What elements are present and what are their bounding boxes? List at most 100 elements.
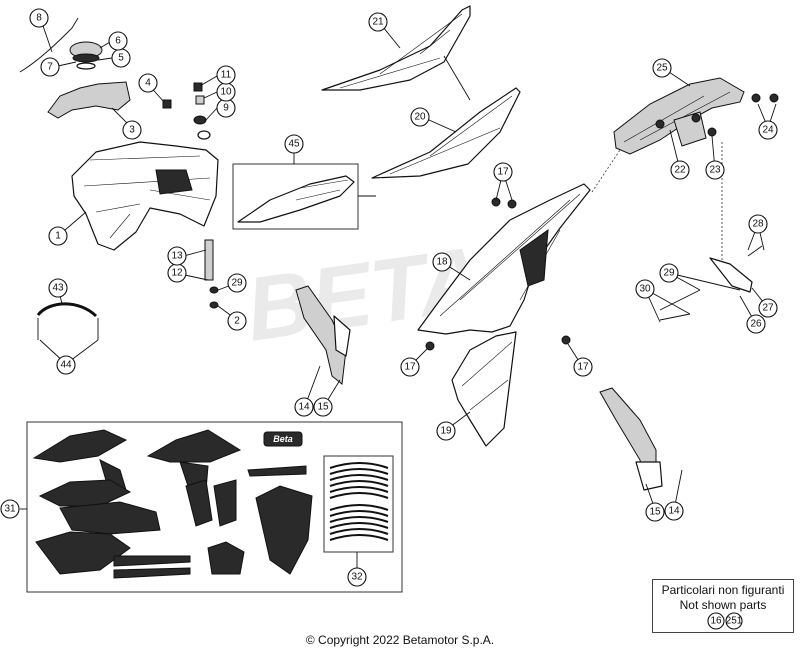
svg-text:17: 17 xyxy=(577,362,589,373)
callout-2: 2 xyxy=(227,311,247,331)
svg-text:16: 16 xyxy=(710,616,722,627)
part-8-hose xyxy=(19,17,79,73)
svg-text:30: 30 xyxy=(639,284,651,295)
part-18-side-panel xyxy=(417,183,591,335)
callout-1: 1 xyxy=(48,226,68,246)
callout-23: 23 xyxy=(705,160,725,180)
svg-text:4: 4 xyxy=(145,78,151,89)
callout-43: 43 xyxy=(48,278,68,298)
note-english: Not shown parts xyxy=(679,598,767,612)
svg-text:7: 7 xyxy=(47,62,53,73)
callout-44: 44 xyxy=(56,355,76,375)
callout-12: 12 xyxy=(167,263,187,283)
callout-13: 13 xyxy=(167,246,187,266)
callout-25: 25 xyxy=(652,58,672,78)
svg-text:15: 15 xyxy=(317,402,329,413)
part-15-side-plate-left xyxy=(295,285,351,385)
svg-text:17: 17 xyxy=(497,167,509,178)
decal-kit-items: Beta xyxy=(32,429,313,579)
decal-logo-text: Beta xyxy=(273,434,293,444)
callout-29-right: 29 xyxy=(659,263,679,283)
part-32-rim-stripes-box xyxy=(323,455,394,553)
callout-15-right: 15 xyxy=(645,502,665,522)
svg-text:43: 43 xyxy=(52,283,64,294)
callout-11: 11 xyxy=(216,65,236,85)
callout-8: 8 xyxy=(29,8,49,28)
svg-text:22: 22 xyxy=(674,165,686,176)
svg-text:10: 10 xyxy=(220,87,232,98)
callout-21: 21 xyxy=(368,12,388,32)
copyright-text: © Copyright 2022 Betamotor S.p.A. xyxy=(305,633,495,647)
svg-text:8: 8 xyxy=(36,13,42,24)
part-45-seat-cover xyxy=(237,175,355,223)
part-15-side-plate-right xyxy=(599,387,663,491)
svg-text:15: 15 xyxy=(649,507,661,518)
svg-text:2: 2 xyxy=(234,316,240,327)
svg-text:17: 17 xyxy=(404,362,416,373)
svg-text:12: 12 xyxy=(171,268,183,279)
svg-text:13: 13 xyxy=(171,251,183,262)
callout-16: 16 xyxy=(707,612,725,630)
callout-30: 30 xyxy=(635,279,655,299)
svg-text:31: 31 xyxy=(4,504,16,515)
part-25-rear-fender xyxy=(613,77,745,155)
callout-26: 26 xyxy=(746,314,766,334)
svg-text:251: 251 xyxy=(726,616,743,627)
callout-5: 5 xyxy=(111,48,131,68)
callout-6: 6 xyxy=(108,31,128,51)
callout-17-right: 17 xyxy=(573,357,593,377)
svg-text:23: 23 xyxy=(709,165,721,176)
part-44-screws xyxy=(37,318,99,340)
svg-text:14: 14 xyxy=(668,506,680,517)
svg-text:21: 21 xyxy=(372,17,384,28)
callout-4: 4 xyxy=(138,73,158,93)
part-26-plate xyxy=(709,257,753,293)
svg-text:29: 29 xyxy=(231,278,243,289)
callout-7: 7 xyxy=(40,57,60,77)
callout-18: 18 xyxy=(432,252,452,272)
callout-9: 9 xyxy=(216,98,236,118)
callout-17-top: 17 xyxy=(493,162,513,182)
callout-15-left: 15 xyxy=(313,397,333,417)
part-21-seat xyxy=(321,5,471,91)
part-fuel-cap xyxy=(69,41,103,70)
svg-text:14: 14 xyxy=(298,402,310,413)
part-43-strap xyxy=(36,302,98,318)
part-31-decal-kit-box xyxy=(26,421,403,593)
callout-27: 27 xyxy=(758,298,778,318)
svg-text:45: 45 xyxy=(288,139,300,150)
callout-32: 32 xyxy=(347,567,367,587)
callout-28: 28 xyxy=(748,214,768,234)
svg-text:27: 27 xyxy=(762,303,774,314)
svg-text:26: 26 xyxy=(750,319,762,330)
svg-text:28: 28 xyxy=(752,219,764,230)
callout-14-right: 14 xyxy=(664,501,684,521)
part-32-rim-stripes xyxy=(329,462,389,541)
callout-19: 19 xyxy=(436,421,456,441)
svg-text:32: 32 xyxy=(351,572,363,583)
callout-17-left: 17 xyxy=(400,357,420,377)
svg-text:19: 19 xyxy=(440,426,452,437)
callout-22: 22 xyxy=(670,160,690,180)
part-1-fuel-tank xyxy=(71,141,219,251)
svg-text:11: 11 xyxy=(221,70,232,81)
svg-text:20: 20 xyxy=(414,112,426,123)
svg-text:3: 3 xyxy=(129,125,135,136)
part-45-inset-box xyxy=(232,163,359,230)
callout-251: 251 xyxy=(725,612,743,630)
not-shown-parts-box: Particolari non figuranti Not shown part… xyxy=(652,579,794,633)
svg-text:5: 5 xyxy=(118,53,124,64)
part-20-seat xyxy=(371,87,521,179)
callout-14-left: 14 xyxy=(294,397,314,417)
callout-45: 45 xyxy=(284,134,304,154)
part-19-side-panel xyxy=(451,331,517,447)
svg-text:29: 29 xyxy=(663,268,675,279)
part-3-bracket xyxy=(47,81,131,119)
svg-text:18: 18 xyxy=(436,257,448,268)
svg-text:44: 44 xyxy=(60,360,72,371)
callout-20: 20 xyxy=(410,107,430,127)
svg-text:1: 1 xyxy=(55,231,61,242)
note-italian: Particolari non figuranti xyxy=(661,583,785,597)
